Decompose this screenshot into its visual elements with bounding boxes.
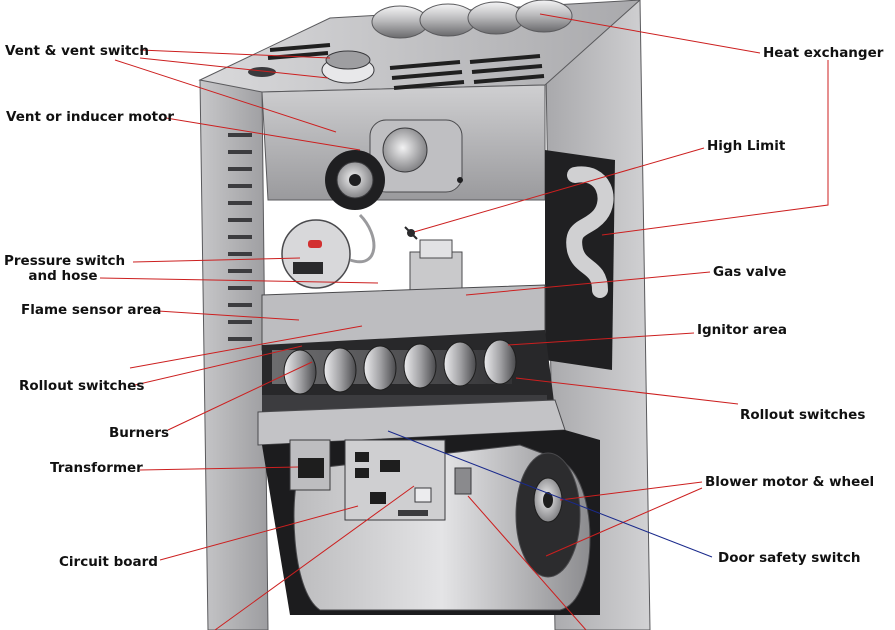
- label-heat-exchanger: Heat exchanger: [763, 45, 884, 61]
- label-rollout-left: Rollout switches: [19, 378, 145, 394]
- label-circuit-board: Circuit board: [59, 554, 158, 570]
- label-pressure-switch-line2: and hose: [28, 268, 98, 284]
- top-vent-slots: [267, 43, 545, 90]
- cabinet-left-panel: [199, 79, 269, 630]
- label-inducer-motor: Vent or inducer motor: [6, 109, 175, 125]
- high-limit-sensor: [404, 226, 418, 240]
- label-burners: Burners: [109, 425, 170, 441]
- inducer-motor: [325, 119, 463, 210]
- label-flame-sensor: Flame sensor area: [21, 302, 162, 318]
- label-blower: Blower motor & wheel: [705, 474, 875, 490]
- leader-lines: [99, 13, 829, 630]
- door-switch-leader: [387, 430, 713, 558]
- burner-tubes: [262, 339, 547, 411]
- label-transformer: Transformer: [50, 460, 143, 476]
- label-pressure-switch: Pressure switch and hose: [4, 253, 126, 284]
- label-ignitor-area: Ignitor area: [697, 322, 788, 338]
- heat-exchanger-top-tubes: [371, 0, 573, 39]
- label-vent-switch: Vent & vent switch: [5, 43, 150, 59]
- label-high-limit: High Limit: [707, 138, 786, 154]
- transformer: [289, 439, 331, 491]
- side-louvers: [228, 133, 252, 341]
- heat-exchanger-s-tube: [566, 166, 614, 298]
- label-rollout-right: Rollout switches: [740, 407, 866, 423]
- label-door-switch: Door safety switch: [718, 550, 861, 566]
- label-pressure-switch-line1: Pressure switch: [4, 253, 126, 269]
- vent-pipe: [248, 50, 375, 84]
- pressure-switch: [281, 213, 376, 289]
- label-gas-valve: Gas valve: [713, 264, 787, 280]
- control-board: [344, 439, 472, 521]
